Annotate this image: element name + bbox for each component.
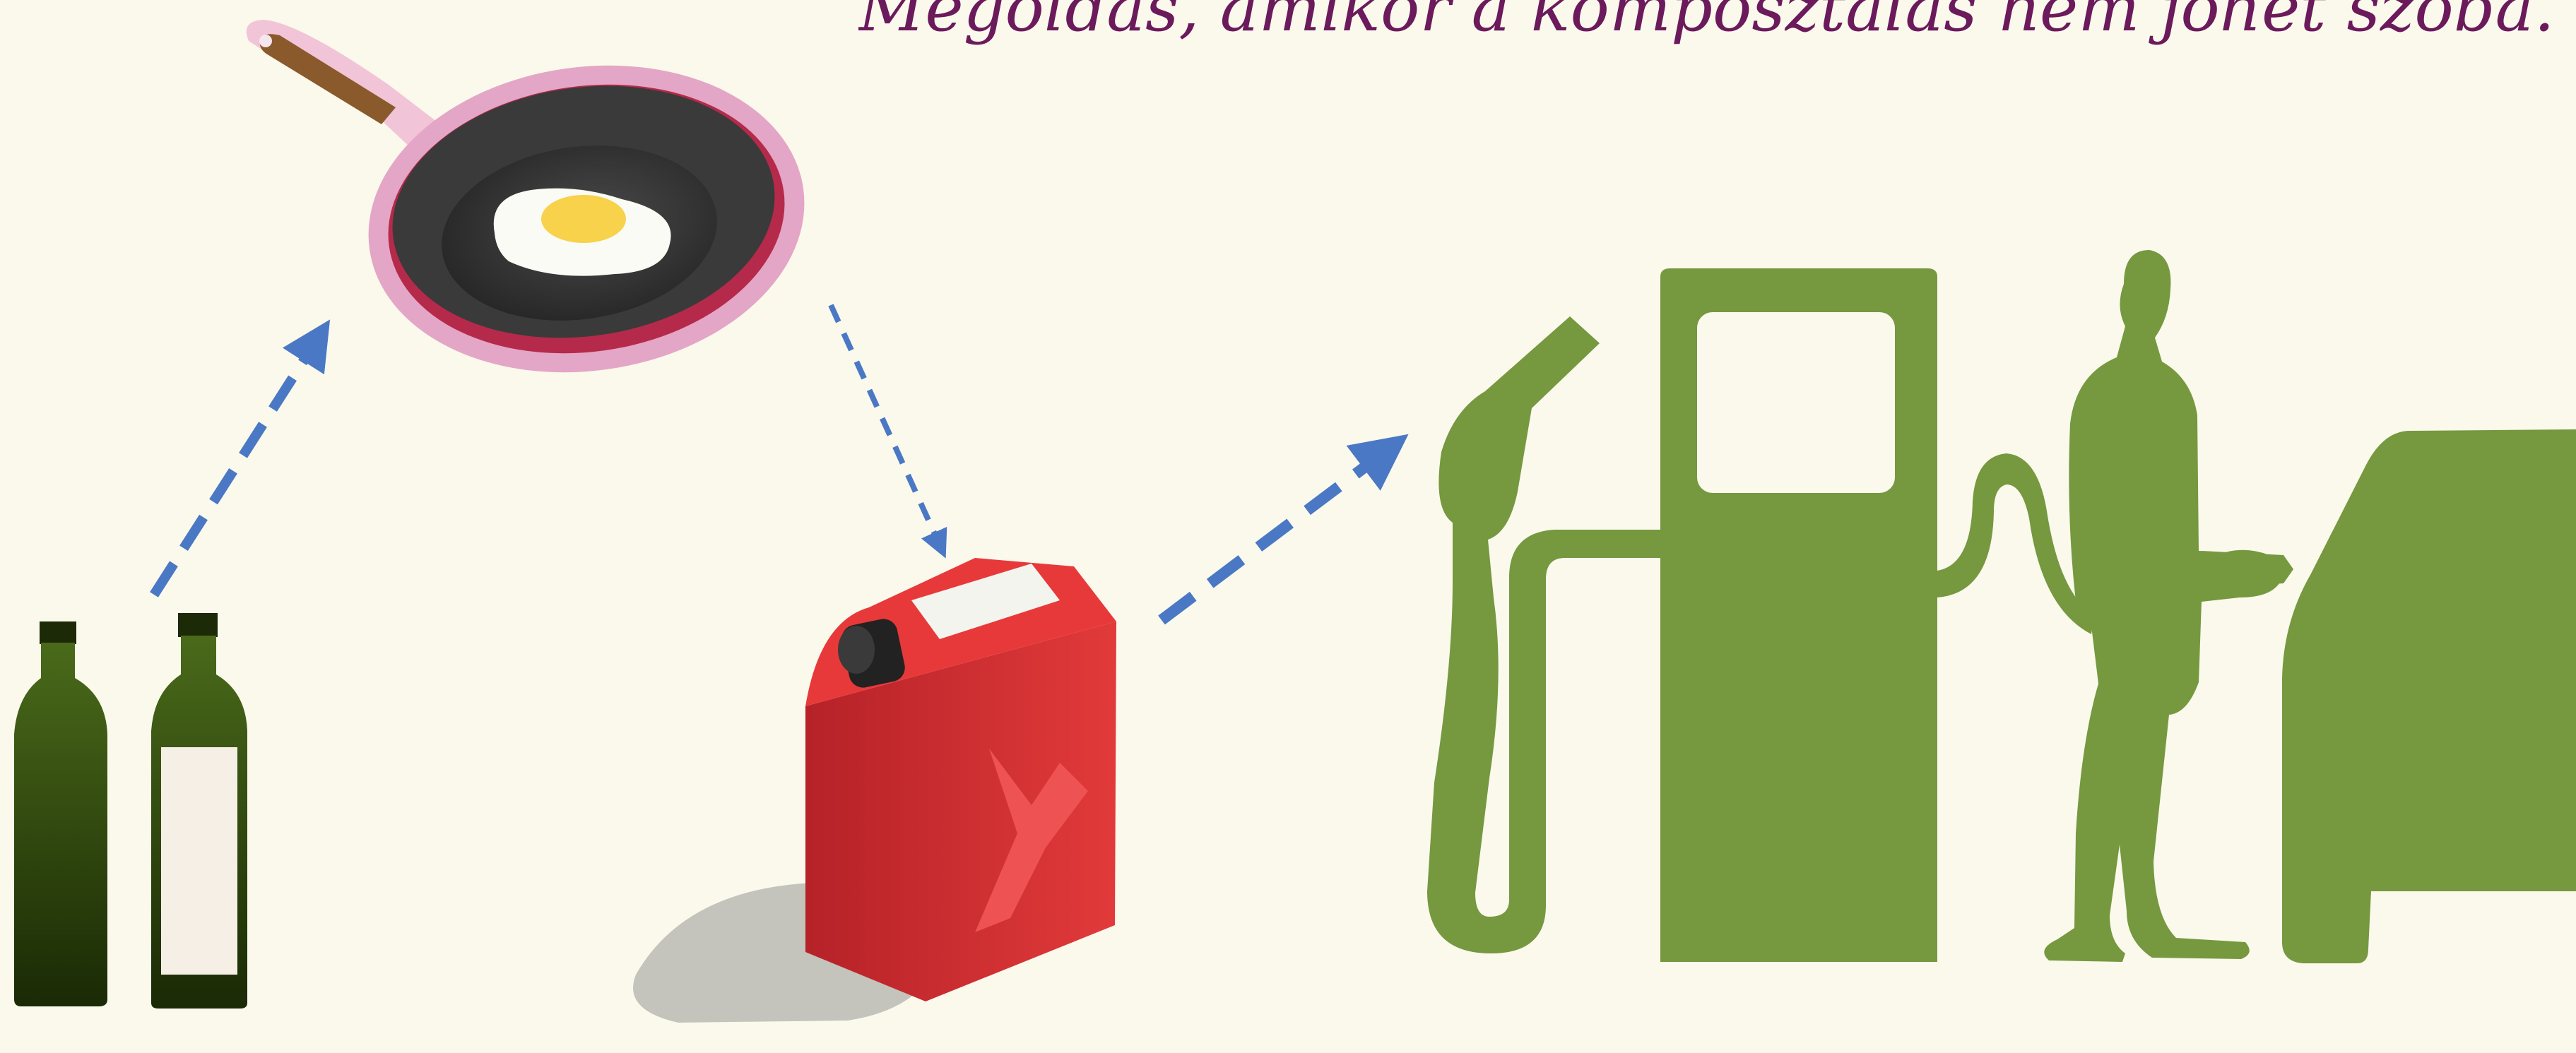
person-silhouette	[2044, 250, 2293, 962]
fuel-pump-person-car-icon	[1427, 250, 2576, 963]
arrow-bottles-to-pan	[154, 336, 319, 595]
fuel-pump	[1427, 268, 1937, 962]
arrow-pan-to-jerrycan	[831, 305, 941, 548]
frying-pan-with-egg-icon	[247, 20, 825, 400]
arrow-jerrycan-to-fuel	[1162, 448, 1390, 620]
oil-bottle-right	[151, 613, 247, 1009]
oil-bottle-left	[14, 621, 107, 1006]
dashed-arrow-icon	[154, 305, 1390, 620]
bottle-label	[161, 747, 237, 975]
olive-oil-bottles-icon	[14, 613, 247, 1009]
car-silhouette	[2282, 429, 2576, 963]
red-jerrycan-icon	[633, 558, 1116, 1023]
